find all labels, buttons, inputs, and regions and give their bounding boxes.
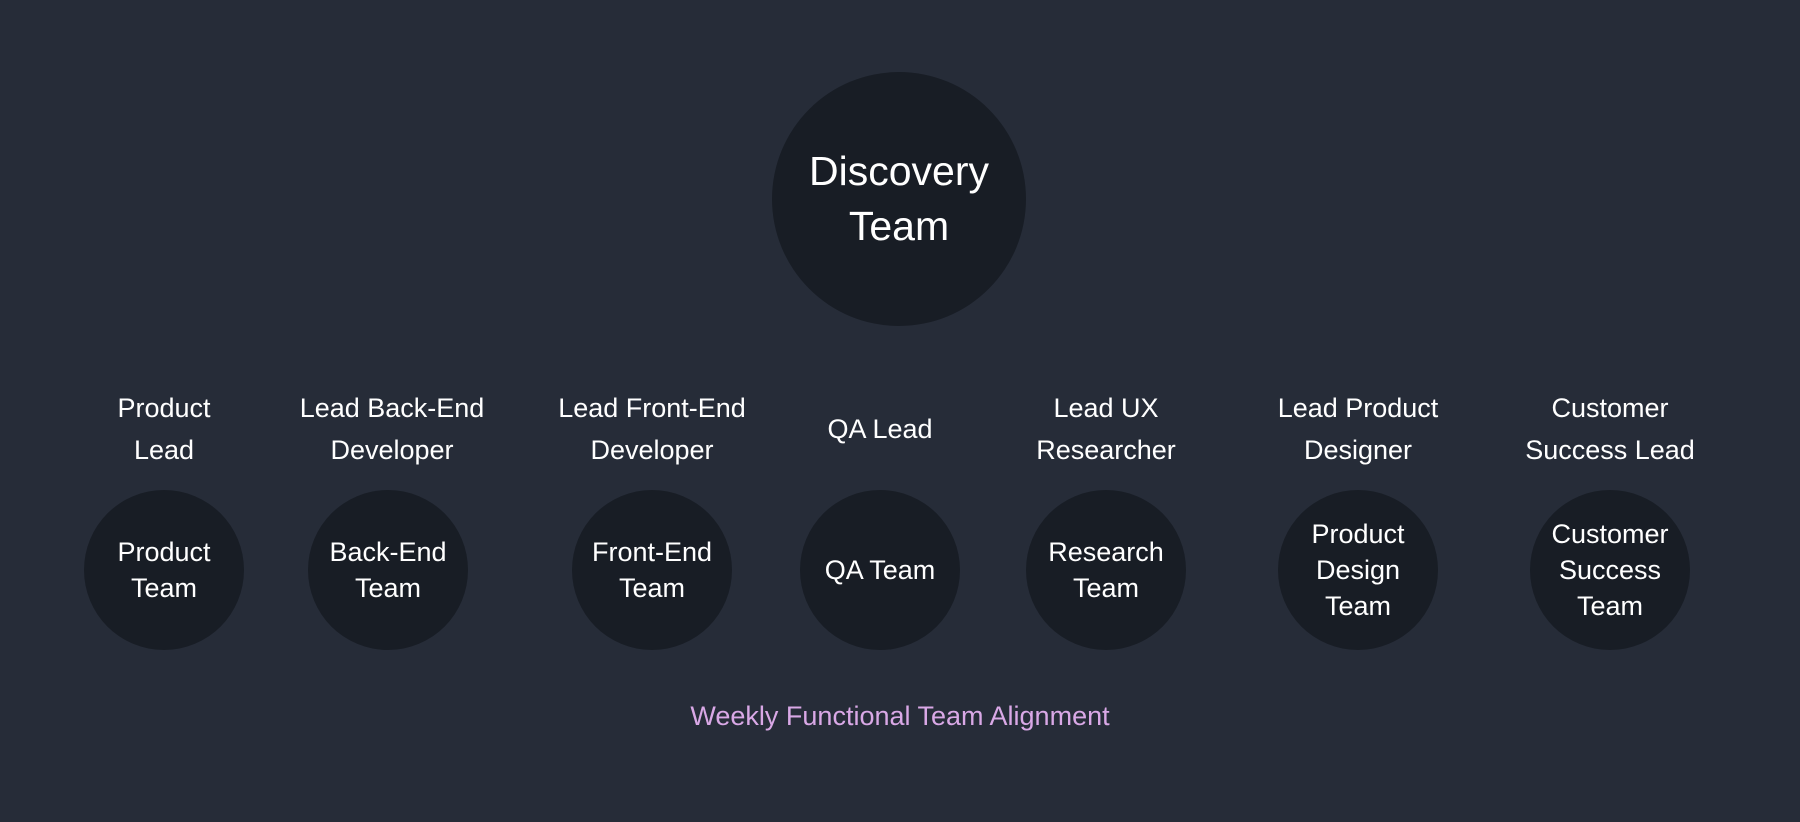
team-label-product: Product Team xyxy=(117,537,211,603)
role-label-product-designer: Lead Product Designer xyxy=(1277,393,1439,465)
role-label-front-end-lead: Lead Front-End Developer xyxy=(558,393,746,465)
discovery-team-node: Discovery Team xyxy=(772,72,1026,326)
team-node-product-design: Product Design Team xyxy=(1278,490,1438,650)
team-label-back-end: Back-End Team xyxy=(329,537,447,603)
role-label-qa-lead: QA Lead xyxy=(827,414,933,444)
role-label-customer-success-lead: Customer Success Lead xyxy=(1525,393,1695,465)
team-node-research: Research Team xyxy=(1026,490,1186,650)
team-label-qa: QA Team xyxy=(824,555,936,585)
discovery-team-label: Discovery Team xyxy=(809,148,989,249)
team-node-qa: QA Team xyxy=(800,490,960,650)
team-label-product-design: Product Design Team xyxy=(1311,519,1405,621)
role-label-back-end-lead: Lead Back-End Developer xyxy=(299,393,485,465)
team-label-front-end: Front-End Team xyxy=(591,537,713,603)
weekly-alignment-label: Weekly Functional Team Alignment xyxy=(690,701,1110,731)
team-node-product: Product Team xyxy=(84,490,244,650)
team-node-customer-success: Customer Success Team xyxy=(1530,490,1690,650)
team-node-back-end: Back-End Team xyxy=(308,490,468,650)
role-label-product-lead: Product Lead xyxy=(117,393,211,465)
team-label-research: Research Team xyxy=(1048,537,1164,603)
team-label-customer-success: Customer Success Team xyxy=(1551,519,1669,621)
role-label-ux-researcher: Lead UX Researcher xyxy=(1036,393,1176,465)
team-node-front-end: Front-End Team xyxy=(572,490,732,650)
